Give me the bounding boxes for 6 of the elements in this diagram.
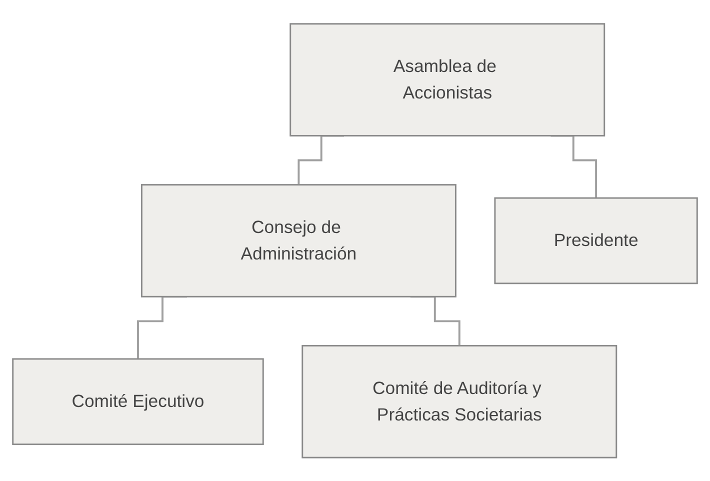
- org-chart: Asamblea de Accionistas Consejo de Administración Presidente Comité Ejecutivo Comité de Auditoría y Prácticas Societarias: [5, 16, 705, 466]
- node-box: [290, 22, 606, 136]
- node-box: [494, 197, 698, 284]
- node-box: [302, 344, 618, 458]
- node-box: [12, 358, 264, 445]
- node-box: [140, 184, 456, 298]
